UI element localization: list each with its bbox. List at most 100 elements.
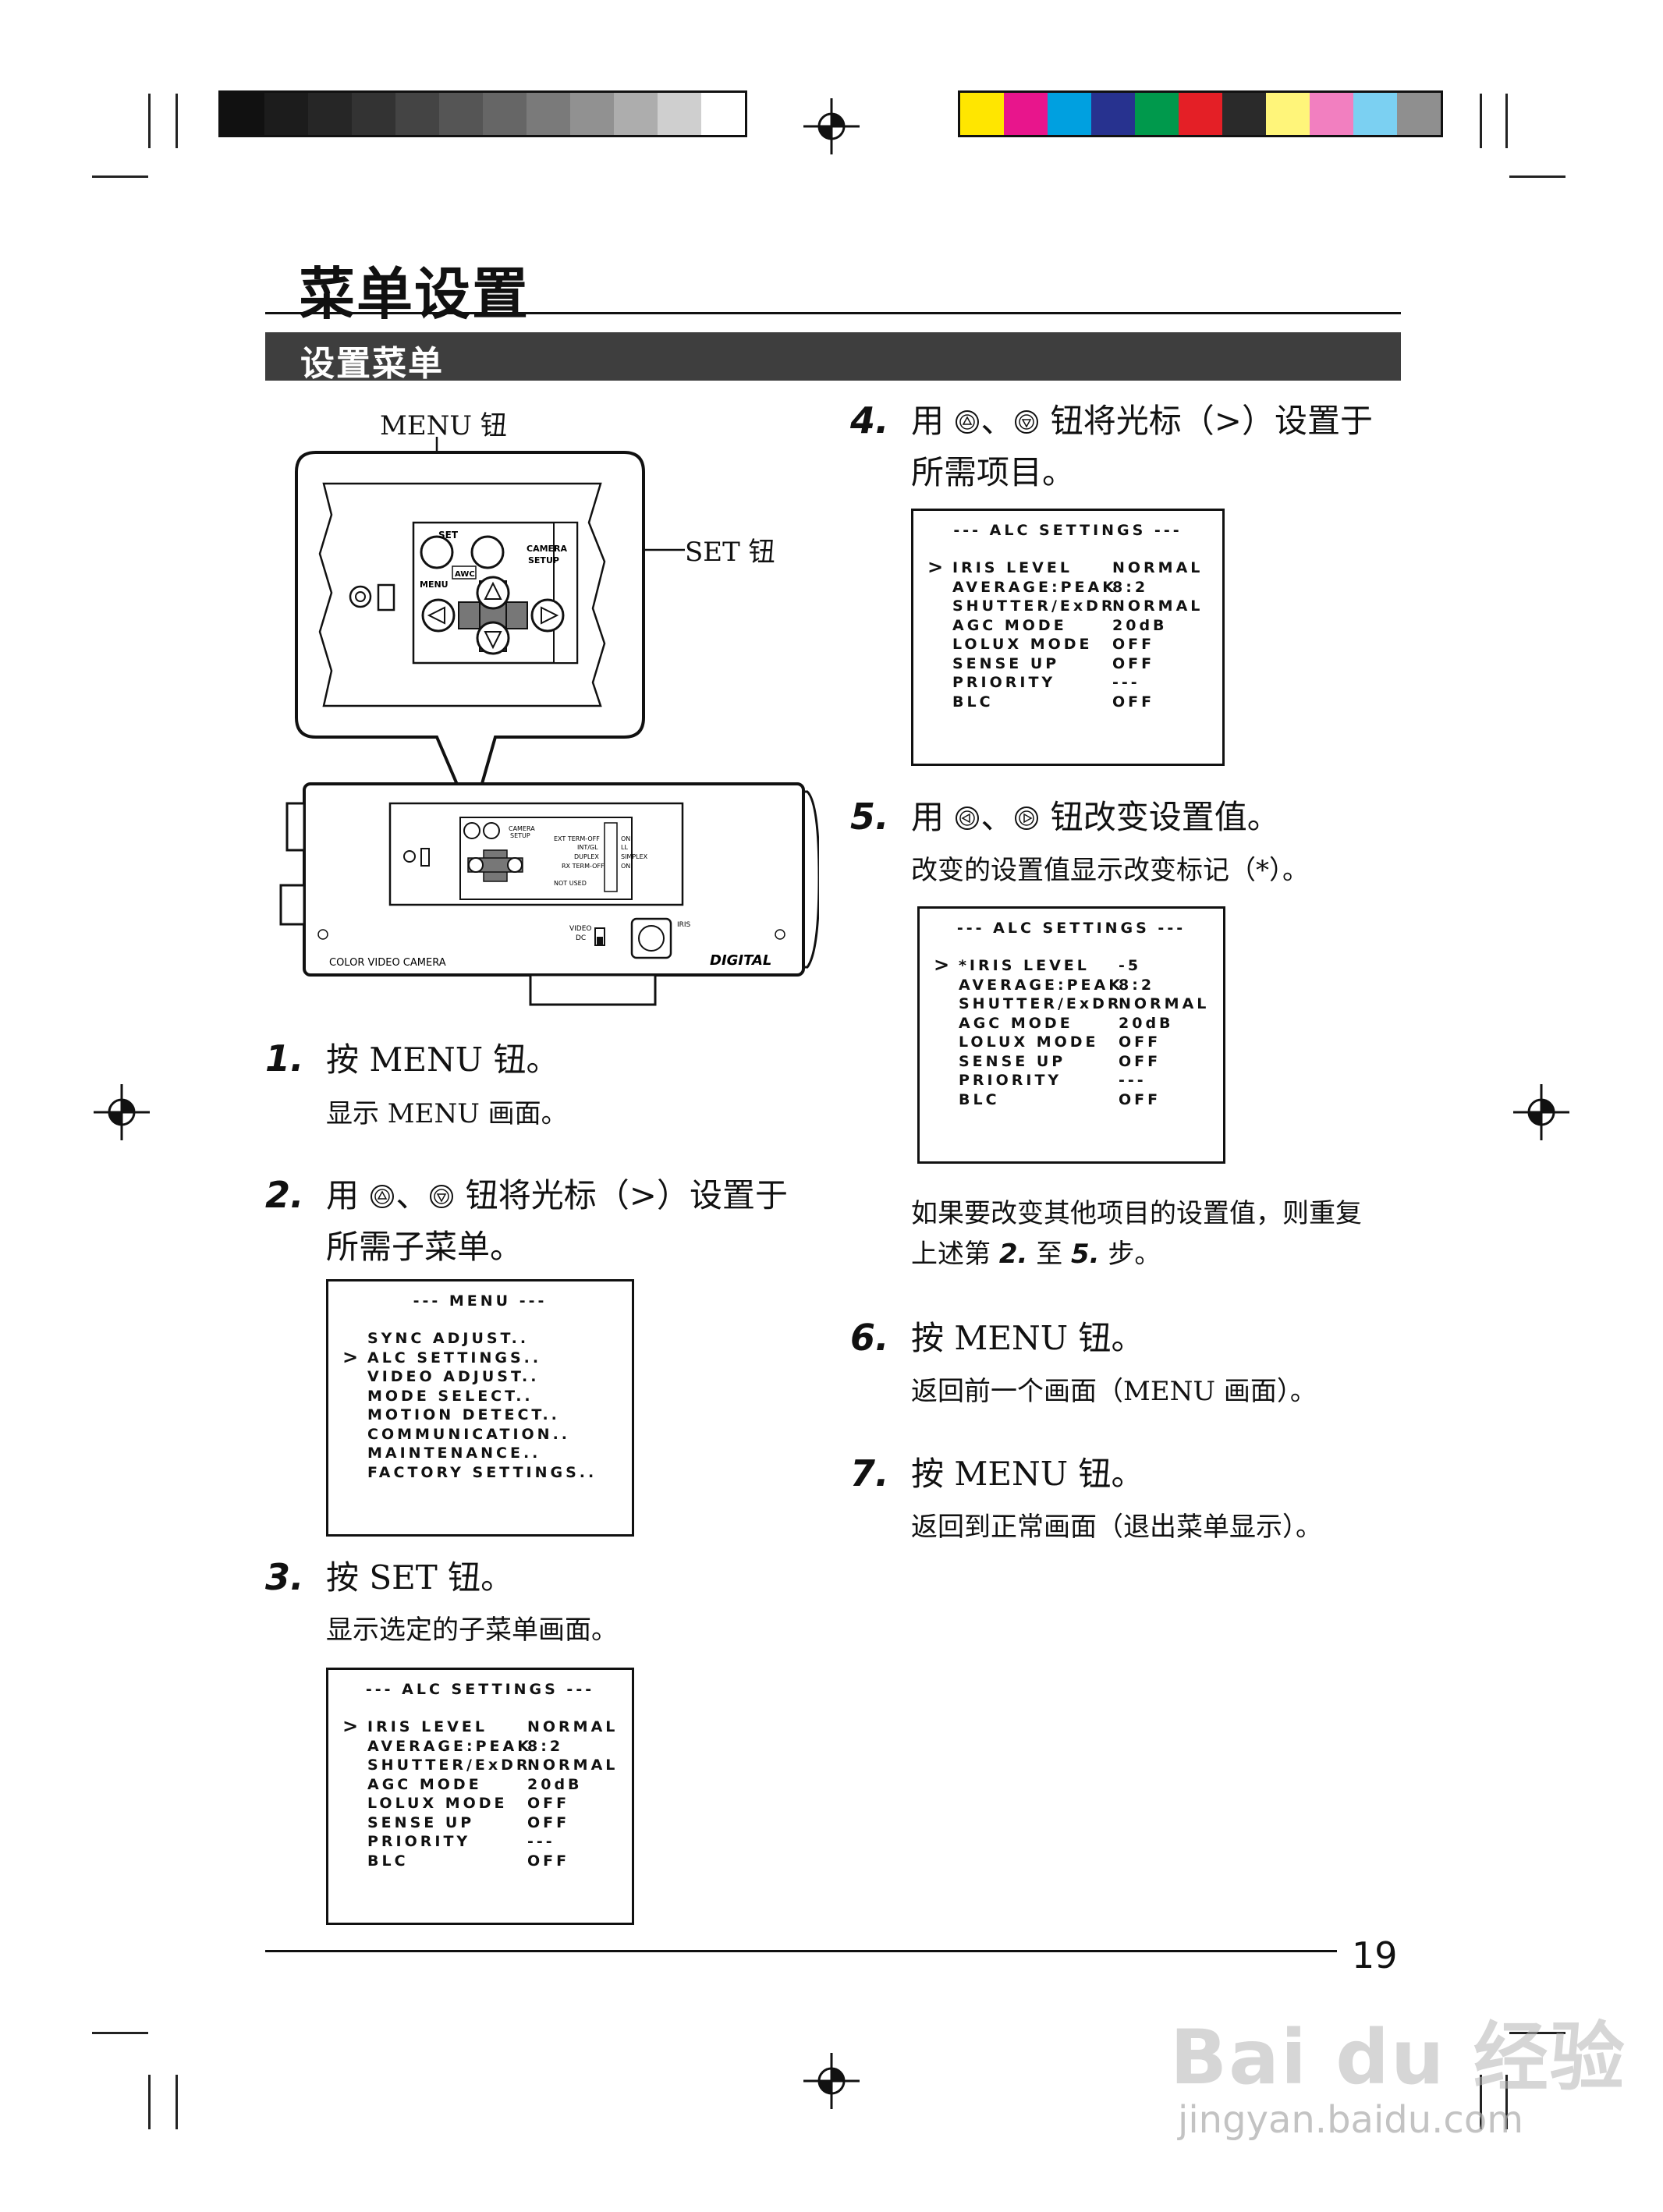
menu-item: AGC MODE [952,616,1067,634]
menu-item: PRIORITY [959,1072,1062,1089]
step-3-text: 按 SET 钮。 [326,1558,514,1597]
color-swatch [1310,93,1353,136]
page-number: 19 [1352,1934,1398,1976]
step-6-text: 按 MENU 钮。 [911,1319,1144,1357]
color-swatch [1048,93,1091,136]
menu-cursor: > [342,1715,359,1737]
switch-state: ON [621,835,630,842]
menu-item: AVERAGE:PEAK [367,1737,532,1755]
color-swatch [221,93,264,136]
menu-item: BLC [952,693,994,711]
step-7-subtext: 返回到正常画面（退出菜单显示）。 [911,1512,1322,1543]
page-title: 菜单设置 [299,261,530,327]
down-button-icon [1015,410,1039,434]
small-camera-label: CAMERA [509,825,535,832]
menu-item-value: NORMAL [1112,559,1204,576]
down-button-icon [430,1185,454,1208]
registration-crosshair-icon [1513,1084,1569,1140]
trim-mark [92,2032,148,2034]
color-swatch [614,93,658,136]
menu-item-value: NORMAL [527,1756,619,1774]
menu-item: LOLUX MODE [367,1795,508,1812]
step-5-subtext: 改变的设置值显示改变标记（*）。 [911,855,1309,886]
menu-item: AVERAGE:PEAK [959,976,1123,994]
iris-label: IRIS [677,921,691,929]
switch-label: EXT TERM-OFF [554,835,600,842]
menu-item-value: 20dB [1112,616,1168,634]
trim-mark [92,175,148,178]
trim-mark [1505,94,1508,148]
menu-item-value: NORMAL [1112,597,1204,615]
step-2-text: 用 、 钮将光标（>）设置于 所需子菜单。 [326,1176,788,1266]
menu-item: MAINTENANCE.. [367,1445,541,1462]
step-1-text: 按 MENU 钮。 [326,1040,559,1079]
menu-item: PRIORITY [367,1833,471,1850]
color-bar-frame [958,90,1443,137]
video-label: VIDEO [569,925,592,933]
menu-item: MOTION DETECT.. [367,1406,560,1423]
menu-item-value: OFF [1119,1033,1161,1051]
menu-item: SENSE UP [952,654,1060,672]
color-swatch [1266,93,1310,136]
step-1-number: 1. [265,1037,304,1079]
step-7-text: 按 MENU 钮。 [911,1455,1144,1493]
menu-item: AVERAGE:PEAK [952,578,1117,596]
switch-state: ON [621,863,630,870]
menu-item-value: OFF [1119,1090,1161,1108]
setup-label: SETUP [528,555,559,565]
menu-cursor: > [342,1345,359,1368]
menu-item-value: 8:2 [1112,578,1149,596]
left-button-icon [956,806,980,830]
camera-label: CAMERA [527,544,568,554]
menu-item: BLC [959,1090,1000,1108]
switch-label: INT/GL [577,844,598,851]
step-2-number: 2. [265,1174,304,1216]
menu-item: FACTORY SETTINGS.. [367,1463,597,1481]
trim-mark [176,94,178,148]
digital-logo: DIGITAL [710,952,771,969]
trim-mark [148,2075,151,2129]
menu-item: ALC SETTINGS.. [367,1349,542,1367]
color-swatch [658,93,701,136]
color-swatch [1222,93,1266,136]
menu-item-value: 20dB [1119,1014,1174,1032]
color-swatch [1179,93,1222,136]
repeat-note: 如果要改变其他项目的设置值，则重复 上述第 2. 至 5. 步。 [911,1198,1362,1270]
color-swatch [264,93,308,136]
menu-button-callout: MENU 钮 [380,410,507,441]
trim-mark [1480,2075,1482,2129]
set-button-callout: SET 钮 [685,537,775,568]
color-swatch [701,93,745,136]
menu-item-value: --- [527,1833,555,1850]
brand-label: COLOR VIDEO CAMERA [329,957,446,969]
trim-mark [1509,2032,1565,2034]
trim-mark [1509,175,1565,178]
trim-mark [148,94,151,148]
registration-crosshair-icon [94,1084,150,1140]
menu-item: SENSE UP [959,1052,1066,1070]
color-swatch [1353,93,1397,136]
step-1-subtext: 显示 MENU 画面。 [326,1098,568,1129]
section-title: 设置菜单 [300,344,444,384]
switch-label: DUPLEX [574,853,599,860]
menu-item-value: OFF [1112,693,1155,711]
menu-item: LOLUX MODE [959,1033,1099,1051]
menu-item-value: OFF [527,1852,570,1870]
step-6-number: 6. [850,1317,889,1359]
menu-item-value: NORMAL [1119,995,1210,1012]
menu-item-value: OFF [1119,1052,1161,1070]
step-6-subtext: 返回前一个画面（MENU 画面）。 [911,1376,1317,1407]
registration-crosshair-icon [803,98,860,154]
menu-item-value: 8:2 [1119,976,1155,994]
watermark-logo: Bai du 经验 [1170,2014,1626,2101]
menu-item: COMMUNICATION.. [367,1425,571,1443]
menu-item: *IRIS LEVEL [959,957,1090,974]
menu-item: SHUTTER/ExDR [952,597,1116,615]
color-swatch [1135,93,1179,136]
menu-item-value: NORMAL [527,1718,619,1735]
screen-title: --- ALC SETTINGS --- [365,1681,595,1698]
trim-mark [176,2075,178,2129]
menu-item: SHUTTER/ExDR [367,1756,531,1774]
